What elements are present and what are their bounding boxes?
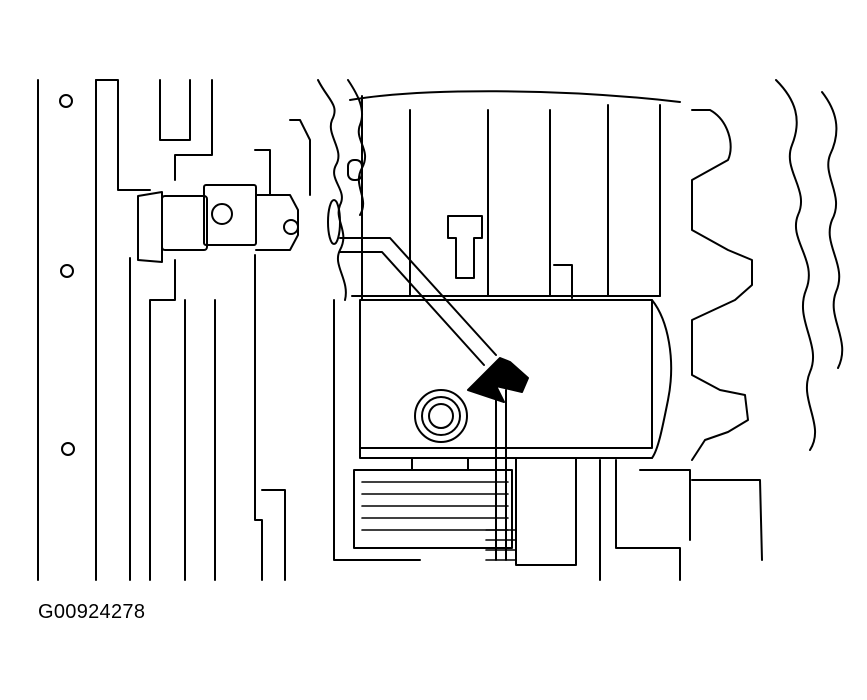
left-rail-hole-1 bbox=[59, 94, 73, 108]
drain-plug bbox=[414, 389, 468, 443]
left-frame bbox=[37, 79, 286, 581]
left-rail-hole-3 bbox=[61, 442, 75, 456]
left-rail-hole-2 bbox=[60, 264, 74, 278]
figure-id-label: G00924278 bbox=[38, 601, 146, 623]
dipstick-tube bbox=[339, 237, 517, 561]
shift-linkage bbox=[137, 119, 311, 263]
pointer-arrow-icon bbox=[467, 357, 529, 403]
pan-flange bbox=[651, 299, 673, 459]
shift-shaft bbox=[317, 79, 367, 301]
lower-supports bbox=[333, 299, 681, 581]
cooler-fins bbox=[353, 457, 513, 549]
right-housing bbox=[639, 79, 844, 561]
oil-pan bbox=[349, 90, 681, 459]
